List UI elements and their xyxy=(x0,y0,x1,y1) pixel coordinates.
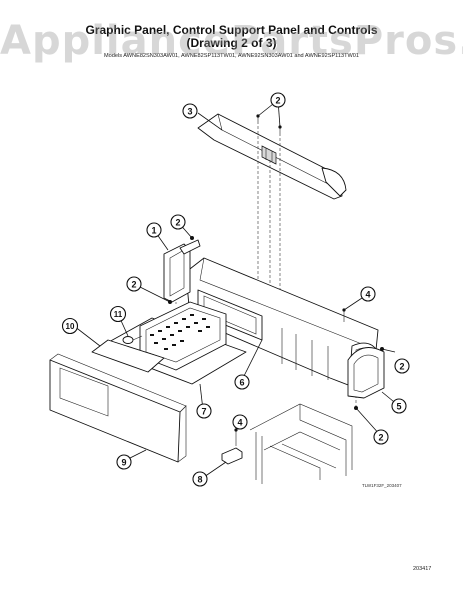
page-number: 203417 xyxy=(413,566,432,572)
part-8-clip xyxy=(221,447,243,465)
svg-text:2: 2 xyxy=(378,433,383,443)
part-10-overlay-strip xyxy=(91,339,165,373)
part-3-support-cover xyxy=(197,113,347,200)
svg-text:3: 3 xyxy=(187,107,192,117)
svg-text:2: 2 xyxy=(175,218,180,228)
callout-1-side-bracket: 1 xyxy=(146,222,162,238)
part-1-side-bracket xyxy=(163,239,201,303)
callout-6-console-housing: 6 xyxy=(234,374,250,390)
drawing-reference-code: TLW1F32F_203407 xyxy=(362,483,402,488)
callout-10-overlay-strip: 10 xyxy=(61,317,79,335)
svg-text:2: 2 xyxy=(131,280,136,290)
callout-2-end-cap-screw-lower: 2 xyxy=(373,429,389,445)
callout-3-support-cover: 3 xyxy=(182,103,198,119)
svg-text:1: 1 xyxy=(151,226,156,236)
part-2-screws-top xyxy=(256,114,282,136)
svg-text:9: 9 xyxy=(121,458,126,468)
callout-7-control-board: 7 xyxy=(196,403,212,419)
models-line: Models AWNE82SN303AW01, AWNE82SP113TW01,… xyxy=(103,53,360,59)
callout-2-top-screws: 2 xyxy=(270,92,286,108)
callout-4-clip-screw: 4 xyxy=(232,414,248,430)
callout-9-graphic-panel: 9 xyxy=(116,454,132,470)
callout-5-end-cap: 5 xyxy=(391,398,407,414)
part-5-end-cap xyxy=(347,347,385,399)
cabinet-frame xyxy=(249,403,353,484)
callout-8-clip: 8 xyxy=(192,471,208,487)
part-11-switch xyxy=(122,335,143,344)
svg-text:5: 5 xyxy=(396,402,401,412)
callout-4-right-screw: 4 xyxy=(360,286,376,302)
svg-text:4: 4 xyxy=(237,418,242,428)
title-line-1: Graphic Panel, Control Support Panel and… xyxy=(85,23,378,37)
part-7-control-board xyxy=(97,301,247,385)
svg-text:4: 4 xyxy=(365,290,370,300)
svg-text:8: 8 xyxy=(197,475,202,485)
title-line-2: (Drawing 2 of 3) xyxy=(186,36,277,50)
svg-text:2: 2 xyxy=(275,96,280,106)
callout-2-lower-bracket-screw: 2 xyxy=(126,276,142,292)
svg-text:10: 10 xyxy=(66,322,75,331)
callout-2-end-cap-screw-upper: 2 xyxy=(394,358,410,374)
svg-text:11: 11 xyxy=(114,310,123,319)
svg-text:7: 7 xyxy=(201,407,206,417)
svg-text:6: 6 xyxy=(239,378,244,388)
callout-11-switch: 11 xyxy=(109,305,127,323)
part-9-graphic-panel xyxy=(49,353,187,463)
page-title: Graphic Panel, Control Support Panel and… xyxy=(0,24,463,50)
callout-2-bracket-screw: 2 xyxy=(170,214,186,230)
svg-text:2: 2 xyxy=(399,362,404,372)
